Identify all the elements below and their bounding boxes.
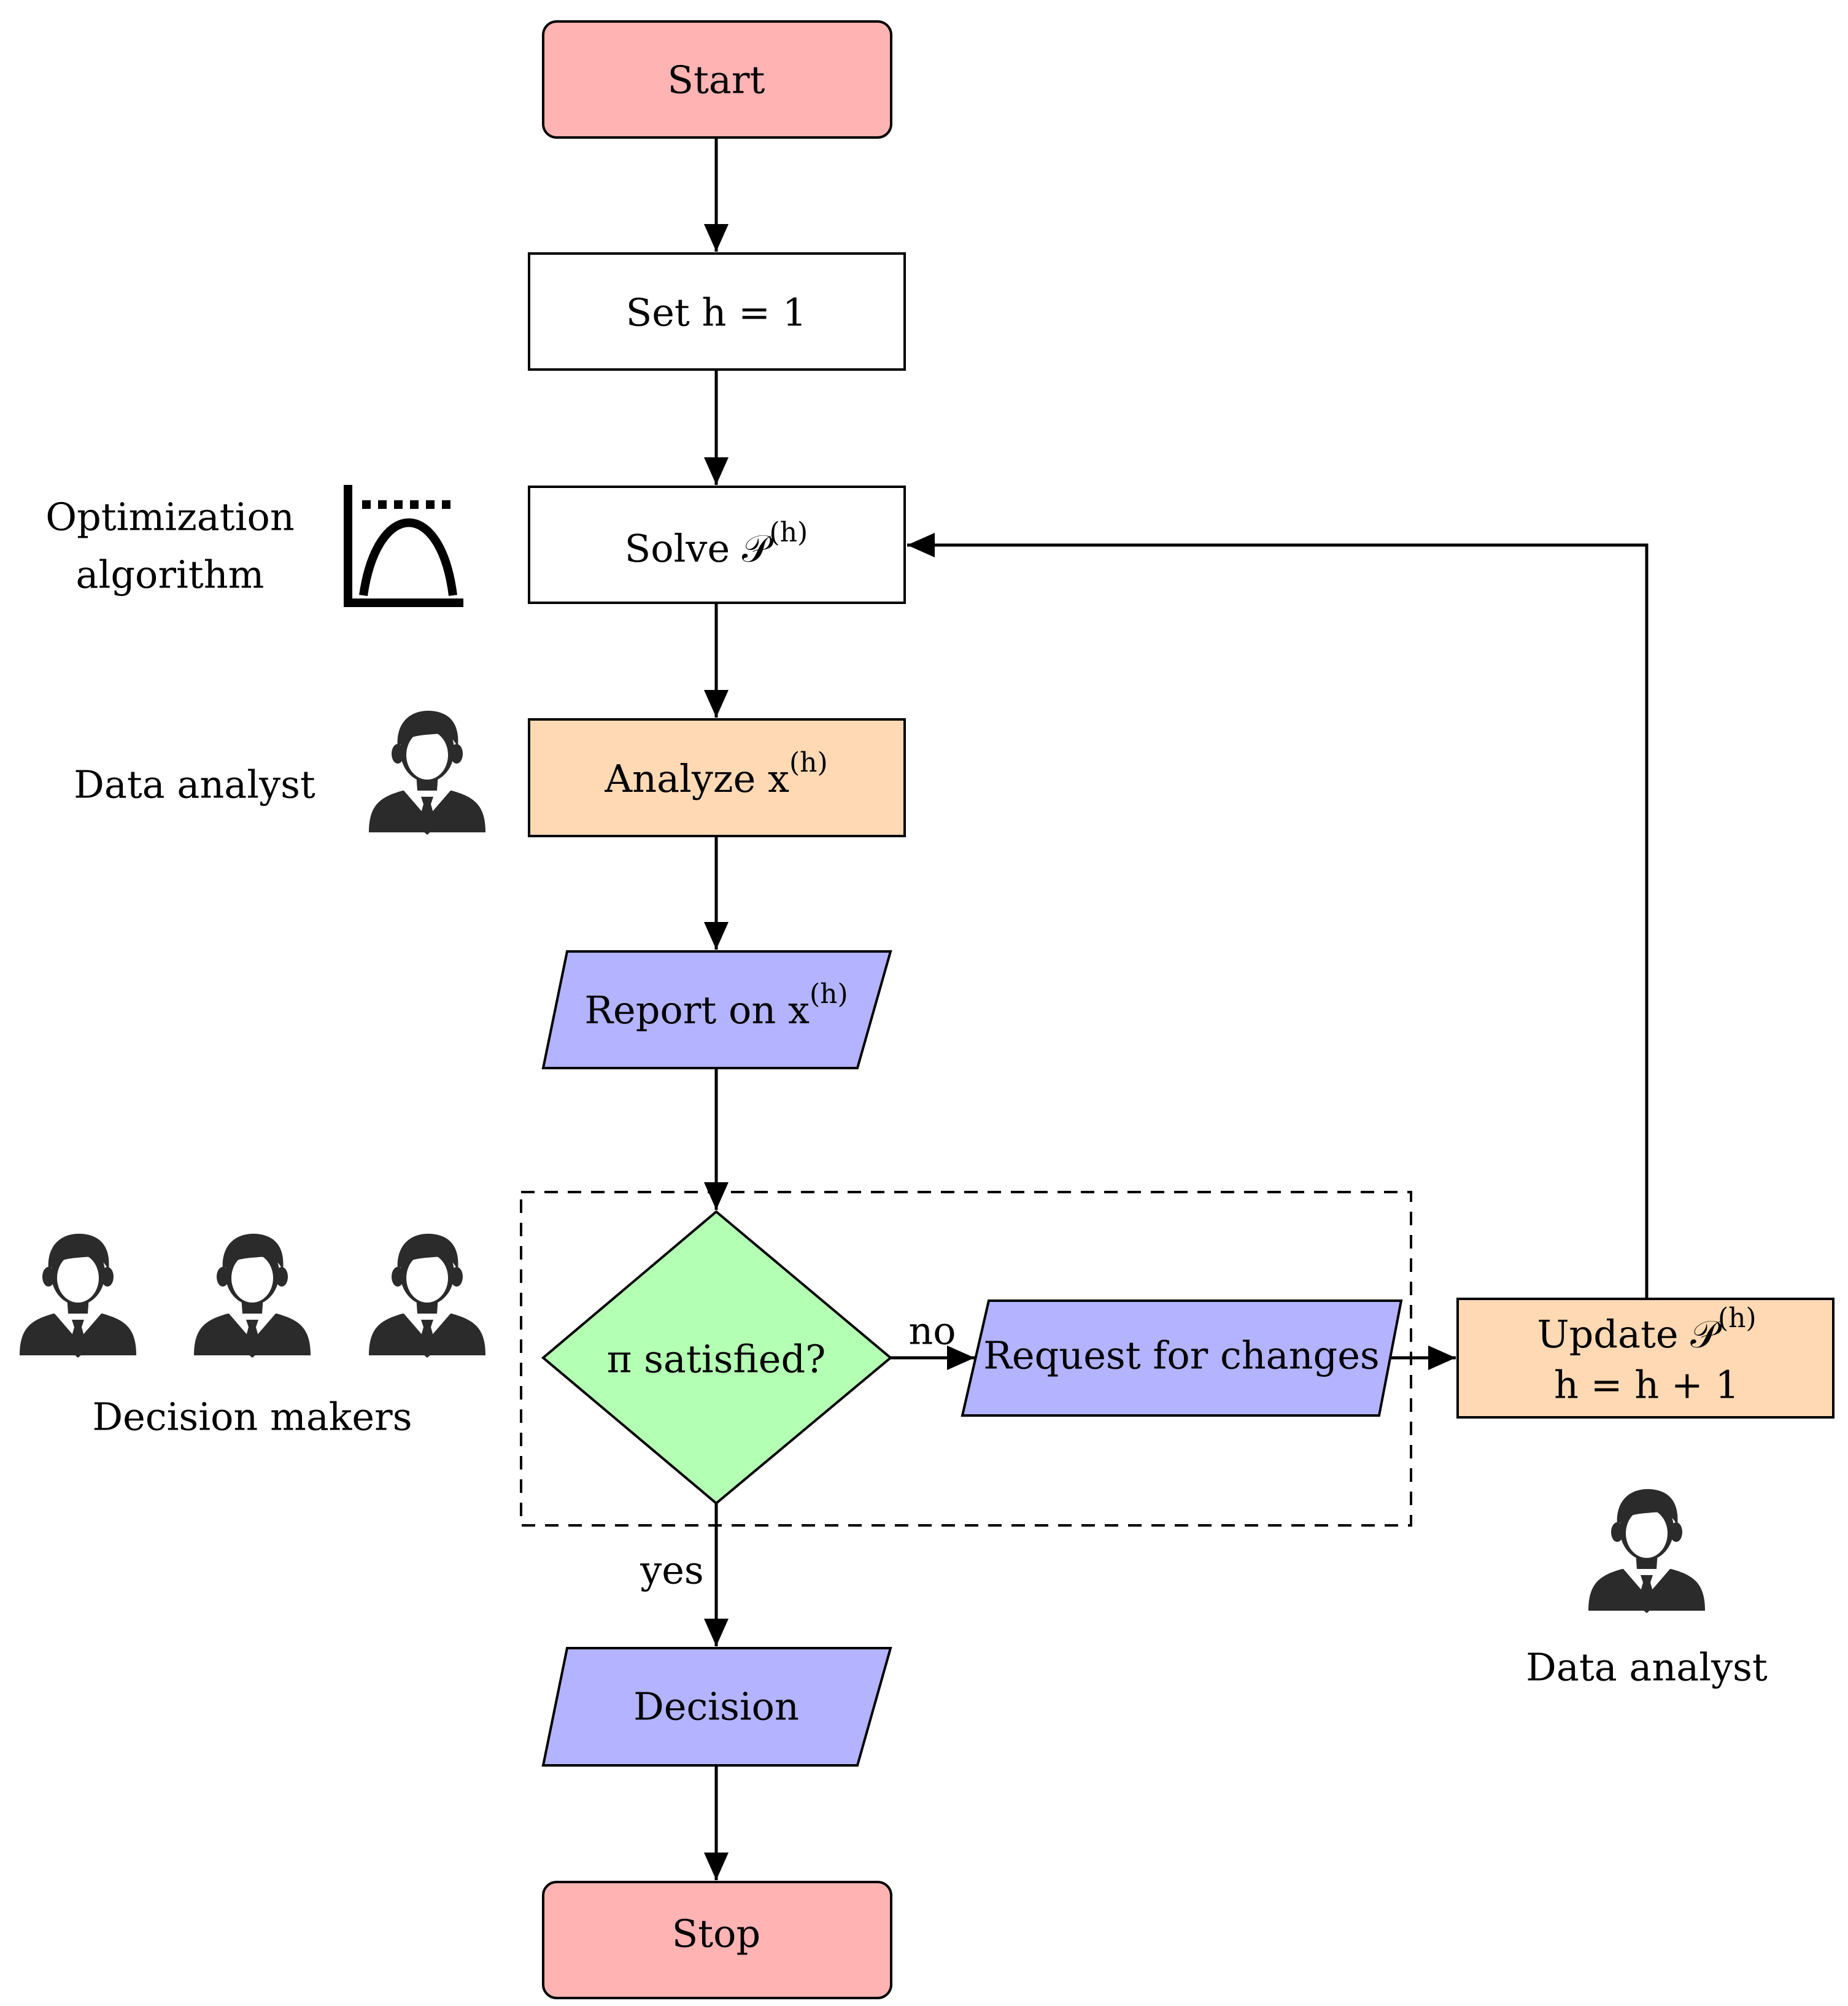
node-final-decision: Decision <box>541 1647 892 1767</box>
node-decision-label: π satisfied? <box>607 1337 826 1382</box>
node-solve: Solve 𝒫(h) <box>528 486 906 604</box>
node-update-label-line2: h = h + 1 <box>1554 1363 1739 1408</box>
node-update-sup: (h) <box>1718 1303 1757 1334</box>
optimization-chart-icon <box>344 485 463 607</box>
side-annotations: Optimization algorithm Data analyst Deci… <box>20 485 1768 1690</box>
data-analyst-right-label: Data analyst <box>1526 1645 1768 1690</box>
node-decision: π satisfied? <box>541 1210 893 1505</box>
nodes: Start Set h = 1 Solve 𝒫(h) Analyze x(h) … <box>528 20 1834 1999</box>
decision-makers-label: Decision makers <box>92 1395 412 1439</box>
optimization-label-line1: Optimization <box>45 495 295 540</box>
node-report: Report on x(h) <box>541 950 892 1069</box>
decision-maker-3-icon <box>369 1233 485 1358</box>
node-stop: Stop <box>542 1881 892 1999</box>
node-final-decision-label: Decision <box>633 1684 799 1729</box>
node-update-label-line1: Update 𝒫(h) <box>1537 1303 1756 1357</box>
data-analyst-left-label: Data analyst <box>74 762 315 807</box>
edge-label-no: no <box>908 1309 956 1353</box>
node-solve-label: Solve 𝒫(h) <box>625 517 808 571</box>
node-report-label: Report on x(h) <box>584 978 848 1032</box>
node-analyze-label: Analyze x(h) <box>604 747 827 801</box>
edge-label-yes: yes <box>640 1548 704 1593</box>
node-report-sup: (h) <box>810 978 848 1010</box>
node-solve-sup: (h) <box>770 517 808 548</box>
node-stop-label: Stop <box>672 1911 760 1956</box>
node-analyze: Analyze x(h) <box>528 718 906 837</box>
edges: no yes <box>640 137 1649 1880</box>
decision-makers-group-box <box>520 1191 1412 1527</box>
decision-maker-2-icon <box>194 1233 311 1358</box>
edge-update-to-solve <box>907 533 1649 1299</box>
node-request: Request for changes <box>961 1299 1403 1417</box>
node-set-h-label: Set h = 1 <box>626 290 807 335</box>
node-update: Update 𝒫(h) h = h + 1 <box>1456 1298 1834 1419</box>
node-start-label: Start <box>668 58 765 103</box>
optimization-label-line2: algorithm <box>76 552 265 597</box>
node-analyze-sup: (h) <box>789 747 828 778</box>
data-analyst-right-icon <box>1588 1489 1705 1613</box>
data-analyst-left-icon <box>369 710 485 835</box>
node-set-h: Set h = 1 <box>528 252 906 371</box>
node-request-label: Request for changes <box>983 1333 1380 1378</box>
decision-maker-1-icon <box>20 1233 136 1358</box>
node-start: Start <box>542 20 892 139</box>
